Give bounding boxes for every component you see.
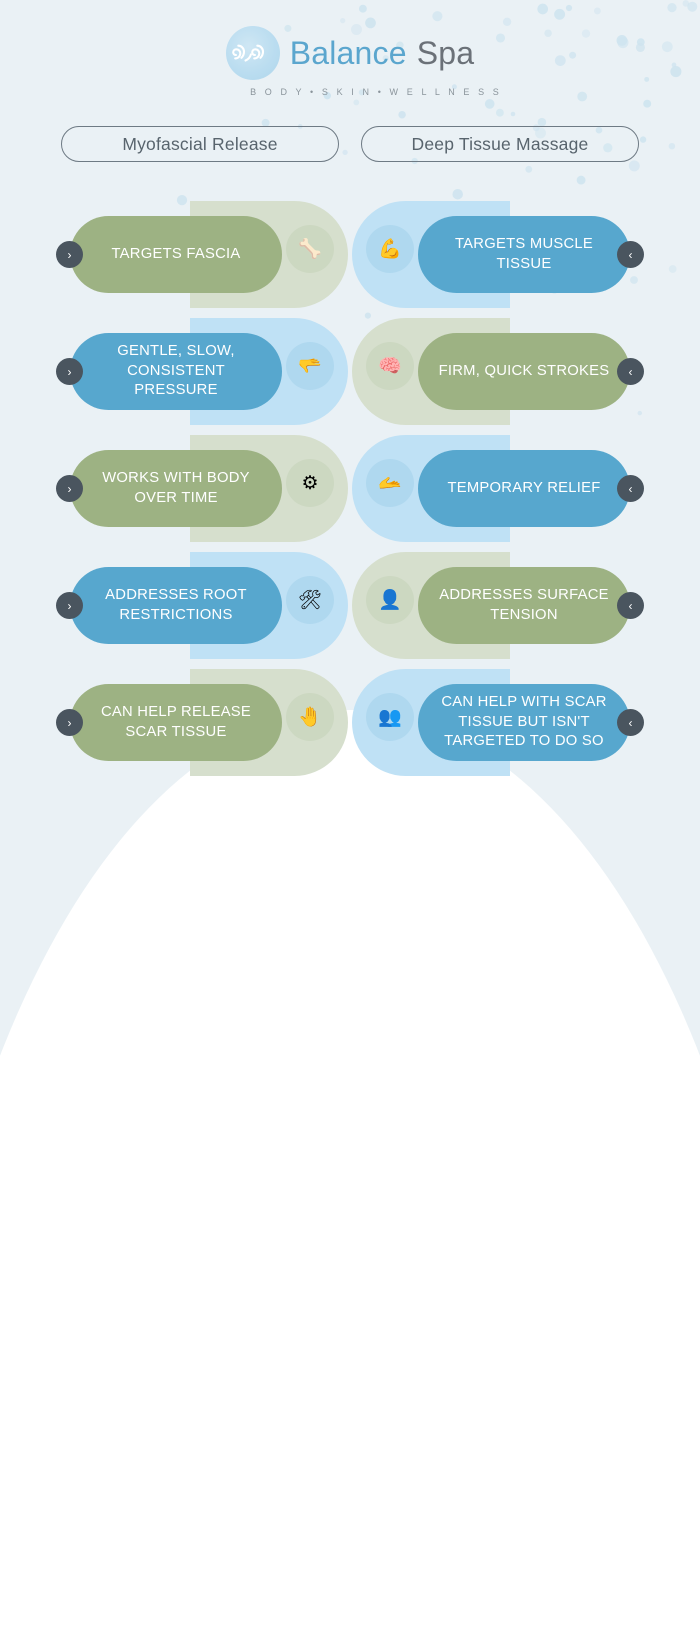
- spiral-waves-icon: [225, 26, 280, 80]
- comparison-cell-right[interactable]: 💪TARGETS MUSCLE TISSUE‹: [352, 196, 648, 313]
- chevron-left-icon[interactable]: ‹: [617, 709, 644, 736]
- head-pressure-icon: 🧠: [366, 342, 414, 390]
- feature-pill: GENTLE, SLOW, CONSISTENT PRESSURE: [70, 333, 282, 410]
- chevron-left-icon[interactable]: ‹: [617, 358, 644, 385]
- comparison-cell-left[interactable]: 🫳GENTLE, SLOW, CONSISTENT PRESSURE›: [52, 313, 348, 430]
- comparison-cell-left[interactable]: 🛠ADDRESSES ROOT RESTRICTIONS›: [52, 547, 348, 664]
- feature-pill: FIRM, QUICK STROKES: [418, 333, 630, 410]
- root-tools-icon: 🛠: [286, 576, 334, 624]
- hand-care-icon: 🫴: [366, 459, 414, 507]
- chevron-right-icon[interactable]: ›: [56, 709, 83, 736]
- chevron-left-icon[interactable]: ‹: [617, 475, 644, 502]
- comparison-cell-right[interactable]: 🧠FIRM, QUICK STROKES‹: [352, 313, 648, 430]
- comparison-rows: 🦴TARGETS FASCIA›💪TARGETS MUSCLE TISSUE‹🫳…: [0, 196, 700, 781]
- feature-pill: TEMPORARY RELIEF: [418, 450, 630, 527]
- comparison-row: 🛠ADDRESSES ROOT RESTRICTIONS›👤ADDRESSES …: [0, 547, 700, 664]
- comparison-row: 🫳GENTLE, SLOW, CONSISTENT PRESSURE›🧠FIRM…: [0, 313, 700, 430]
- gears-time-icon: ⚙: [286, 459, 334, 507]
- chevron-right-icon[interactable]: ›: [56, 475, 83, 502]
- comparison-cell-right[interactable]: 👥CAN HELP WITH SCAR TISSUE BUT ISN'T TAR…: [352, 664, 648, 781]
- feature-pill: CAN HELP RELEASE SCAR TISSUE: [70, 684, 282, 761]
- open-hand-icon: 🤚: [286, 693, 334, 741]
- feature-pill: ADDRESSES SURFACE TENSION: [418, 567, 630, 644]
- chevron-right-icon[interactable]: ›: [56, 592, 83, 619]
- comparison-row: 🦴TARGETS FASCIA›💪TARGETS MUSCLE TISSUE‹: [0, 196, 700, 313]
- massage-hands-icon: 🫳: [286, 342, 334, 390]
- body-scar-icon: 👥: [366, 693, 414, 741]
- chevron-right-icon[interactable]: ›: [56, 241, 83, 268]
- feature-pill: TARGETS MUSCLE TISSUE: [418, 216, 630, 293]
- logo-tagline: B O D Y • S K I N • W E L L N E S S: [250, 87, 502, 97]
- feature-pill: ADDRESSES ROOT RESTRICTIONS: [70, 567, 282, 644]
- comparison-row: ⚙WORKS WITH BODY OVER TIME›🫴TEMPORARY RE…: [0, 430, 700, 547]
- chevron-left-icon[interactable]: ‹: [617, 592, 644, 619]
- logo-name-secondary: Spa: [416, 35, 475, 71]
- column-headers: Myofascial Release Deep Tissue Massage: [0, 126, 700, 162]
- feature-pill: CAN HELP WITH SCAR TISSUE BUT ISN'T TARG…: [418, 684, 630, 761]
- torso-fascia-icon: 🦴: [286, 225, 334, 273]
- comparison-cell-right[interactable]: 👤ADDRESSES SURFACE TENSION‹: [352, 547, 648, 664]
- therapist-person-icon: 👤: [366, 576, 414, 624]
- feature-pill: TARGETS FASCIA: [70, 216, 282, 293]
- column-header-right: Deep Tissue Massage: [361, 126, 639, 162]
- comparison-row: 🤚CAN HELP RELEASE SCAR TISSUE›👥CAN HELP …: [0, 664, 700, 781]
- feature-pill: WORKS WITH BODY OVER TIME: [70, 450, 282, 527]
- chevron-left-icon[interactable]: ‹: [617, 241, 644, 268]
- comparison-cell-left[interactable]: ⚙WORKS WITH BODY OVER TIME›: [52, 430, 348, 547]
- chevron-right-icon[interactable]: ›: [56, 358, 83, 385]
- comparison-cell-right[interactable]: 🫴TEMPORARY RELIEF‹: [352, 430, 648, 547]
- flexed-biceps-icon: 💪: [366, 225, 414, 273]
- column-header-left: Myofascial Release: [61, 126, 339, 162]
- logo-name-primary: Balance: [289, 35, 407, 71]
- comparison-cell-left[interactable]: 🦴TARGETS FASCIA›: [52, 196, 348, 313]
- comparison-cell-left[interactable]: 🤚CAN HELP RELEASE SCAR TISSUE›: [52, 664, 348, 781]
